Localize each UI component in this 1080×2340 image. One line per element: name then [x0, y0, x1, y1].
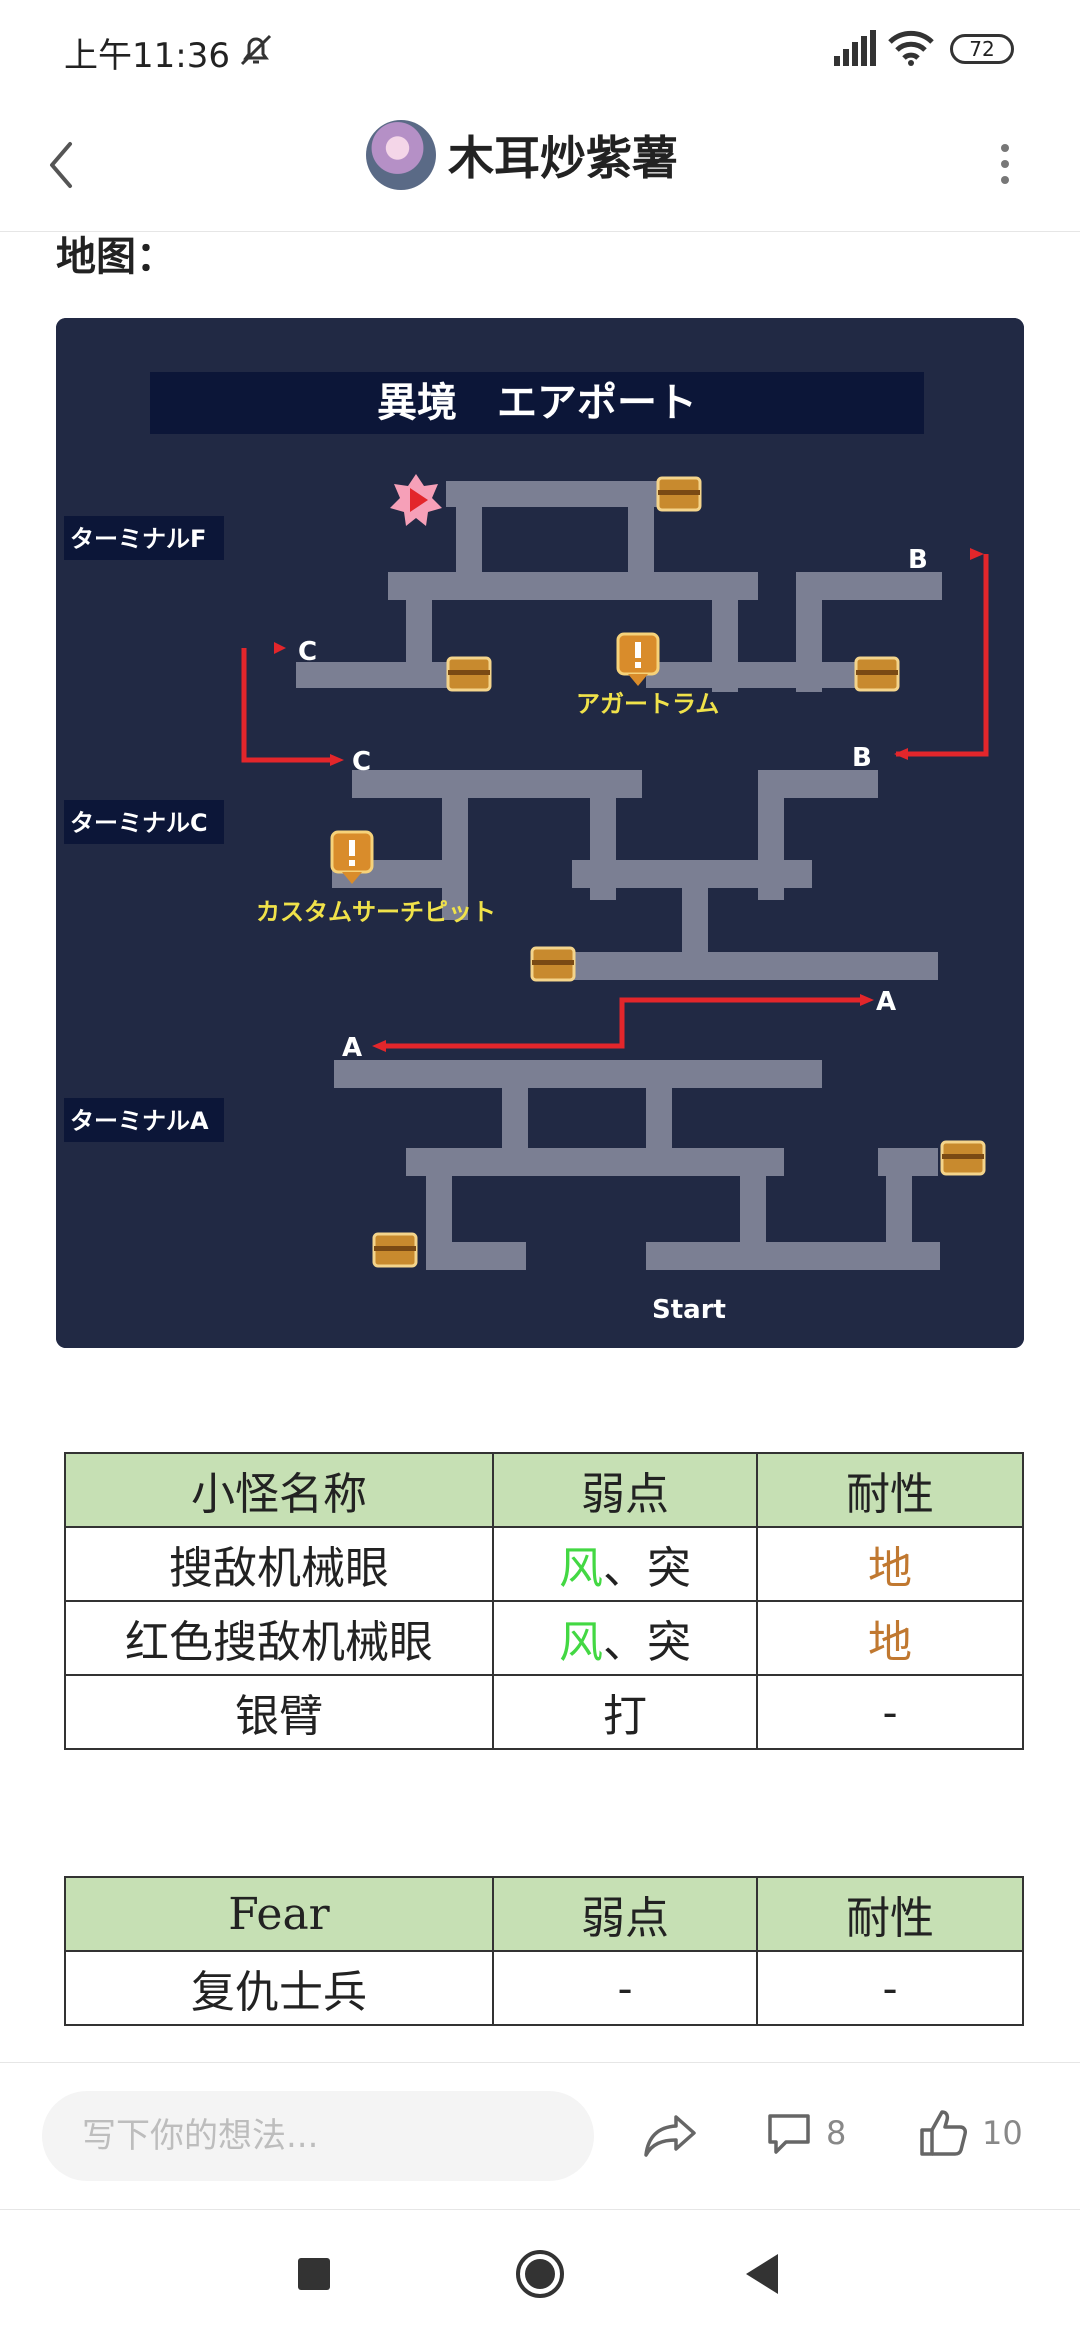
link-a-right: A	[876, 987, 896, 1017]
post-content: 地图： 異境 エアポート ターミナルF ターミナルC ターミナルA	[0, 232, 1080, 2062]
back-arrow-icon[interactable]	[38, 130, 88, 200]
terminal-a-corridors	[334, 1060, 940, 1270]
monster-name: 红色搜敌机械眼	[64, 1600, 494, 1676]
link-c-bottom: C	[352, 747, 371, 777]
table-row: 红色搜敌机械眼 风、突 地	[64, 1600, 1024, 1676]
weak-rest-text: 、突	[603, 1617, 691, 1668]
fear-weakness: -	[492, 1950, 758, 2026]
table-row: 复仇士兵 - -	[64, 1950, 1024, 2026]
poi-marker-icon	[330, 830, 374, 884]
status-bar: 上午11:36 72	[0, 0, 1080, 100]
system-nav-bar	[0, 2210, 1080, 2340]
treasure-chest-icon	[372, 1232, 418, 1268]
poi-marker-icon	[616, 632, 660, 686]
terminal-c-corridors	[332, 770, 938, 980]
header-cell: 弱点	[492, 1452, 758, 1528]
table-header-row: 小怪名称 弱点 耐性	[64, 1452, 1024, 1528]
comment-count: 8	[826, 2114, 847, 2152]
link-c-top: C	[298, 637, 317, 667]
comments-button[interactable]: 8	[764, 2103, 846, 2163]
recent-apps-icon[interactable]	[298, 2258, 330, 2290]
comment-bubble-icon	[768, 2114, 810, 2154]
map-title: 異境 エアポート	[377, 380, 697, 426]
avatar[interactable]	[366, 120, 436, 190]
fear-resistance: -	[756, 1950, 1024, 2026]
post-header: 木耳炒紫薯	[0, 100, 1080, 232]
monster-name: 搜敌机械眼	[64, 1526, 494, 1602]
comment-input[interactable]	[42, 2091, 594, 2181]
monster-table: 小怪名称 弱点 耐性 搜敌机械眼 风、突 地 红色搜敌机械眼 风、突 地 银臂 …	[64, 1452, 1024, 1750]
table-header-row: Fear 弱点 耐性	[64, 1876, 1024, 1952]
signal-icon	[834, 30, 876, 66]
thumbs-up-icon	[920, 2110, 967, 2156]
header-cell: 耐性	[756, 1876, 1024, 1952]
player-position-icon	[390, 474, 442, 526]
nav-back-icon[interactable]	[742, 2252, 782, 2296]
link-b-bottom: B	[852, 743, 872, 773]
terminal-f-corridors	[296, 481, 942, 692]
like-button[interactable]: 10	[916, 2101, 1023, 2165]
post-action-bar: 8 10	[0, 2062, 1080, 2210]
weak-wind-text: 风	[559, 1543, 603, 1594]
weak-rest-text: 、突	[603, 1543, 691, 1594]
treasure-chest-icon	[530, 946, 576, 982]
terminal-f-label: ターミナルF	[70, 525, 206, 553]
treasure-chest-icon	[854, 656, 900, 692]
header-cell: 弱点	[492, 1876, 758, 1952]
header-cell: 小怪名称	[64, 1452, 494, 1528]
share-icon[interactable]	[640, 2103, 700, 2163]
dungeon-map: 異境 エアポート ターミナルF ターミナルC ターミナルA	[56, 318, 1024, 1348]
author-nickname[interactable]: 木耳炒紫薯	[448, 131, 678, 185]
weak-wind-text: 风	[559, 1617, 603, 1668]
fear-name: 复仇士兵	[64, 1950, 494, 2026]
map-label: 地图：	[56, 234, 176, 280]
poi-custom-label: カスタムサーチピット	[256, 898, 496, 926]
treasure-chest-icon	[656, 476, 702, 512]
monster-weakness: 打	[492, 1674, 758, 1750]
table-row: 银臂 打 -	[64, 1674, 1024, 1750]
link-a-left: A	[342, 1033, 362, 1063]
battery-indicator: 72	[950, 34, 1014, 64]
mute-bell-icon	[240, 34, 272, 66]
terminal-c-label: ターミナルC	[70, 809, 208, 837]
start-label: Start	[652, 1295, 726, 1325]
link-b-top: B	[908, 545, 928, 575]
table-row: 搜敌机械眼 风、突 地	[64, 1526, 1024, 1602]
treasure-chest-icon	[446, 656, 492, 692]
monster-resistance: 地	[756, 1600, 1024, 1676]
header-cell: Fear	[64, 1876, 494, 1952]
fear-table: Fear 弱点 耐性 复仇士兵 - -	[64, 1876, 1024, 2026]
treasure-chest-icon	[940, 1140, 986, 1176]
poi-agartha-label: アガートラム	[576, 690, 719, 718]
wifi-icon	[888, 30, 934, 66]
more-menu-icon[interactable]	[990, 134, 1020, 194]
map-connectors	[241, 554, 989, 1049]
terminal-a-label: ターミナルA	[70, 1107, 209, 1135]
monster-name: 银臂	[64, 1674, 494, 1750]
monster-resistance: 地	[756, 1526, 1024, 1602]
status-time: 上午11:36	[64, 36, 230, 76]
monster-weakness: 风、突	[492, 1600, 758, 1676]
monster-weakness: 风、突	[492, 1526, 758, 1602]
like-count: 10	[982, 2114, 1023, 2152]
map-title-bar	[150, 372, 924, 434]
dungeon-map-image: 異境 エアポート ターミナルF ターミナルC ターミナルA	[56, 318, 1024, 1348]
header-cell: 耐性	[756, 1452, 1024, 1528]
home-icon[interactable]	[514, 2248, 566, 2300]
monster-resistance: -	[756, 1674, 1024, 1750]
